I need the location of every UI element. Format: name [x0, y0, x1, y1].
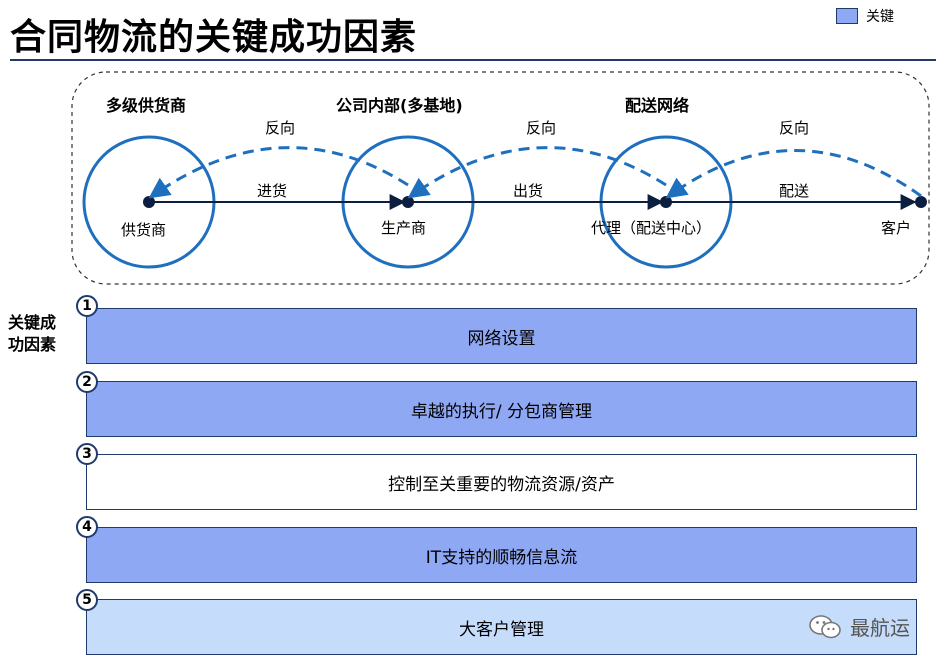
title-underline — [10, 59, 936, 61]
reverse-flow-arrow-3 — [665, 149, 922, 199]
manufacturer-node — [402, 196, 414, 208]
factor-number-badge: 1 — [76, 295, 98, 317]
node-label-customer: 客户 — [881, 219, 912, 237]
factor-bar: 卓越的执行/ 分包商管理 — [86, 381, 917, 437]
factor-bar: IT支持的顺畅信息流 — [86, 527, 917, 583]
factor-bar: 大客户管理 — [86, 599, 917, 655]
reverse-label-2: 反向 — [526, 119, 557, 137]
legend: 关键 — [836, 6, 894, 26]
customer-node — [915, 196, 927, 208]
scope-boundary — [71, 71, 930, 285]
factor-bar: 控制至关重要的物流资源/资产 — [86, 454, 917, 510]
node-label-manufacturer: 生产商 — [381, 219, 427, 237]
factor-number-badge: 5 — [76, 589, 98, 611]
reverse-label-1: 反向 — [265, 119, 296, 137]
watermark-text: 最航运 — [850, 616, 910, 640]
key-success-factors-title: 关键成功因素 — [8, 313, 57, 354]
group-label-internal: 公司内部(多基地) — [336, 96, 463, 115]
wechat-icon — [809, 614, 841, 638]
edge-label-outbound: 出货 — [513, 182, 544, 200]
supply-chain-diagram — [71, 71, 930, 285]
reverse-flow-arrow-1 — [148, 146, 409, 199]
legend-label: 关键 — [866, 9, 894, 25]
group-label-distribution: 配送网络 — [625, 96, 690, 115]
factor-number-badge: 4 — [76, 516, 98, 538]
node-label-distribution-center: 代理（配送中心） — [591, 219, 712, 237]
group-label-suppliers: 多级供货商 — [106, 96, 187, 115]
legend-swatch — [836, 8, 858, 24]
reverse-flow-arrow-2 — [407, 146, 667, 199]
edge-label-delivery: 配送 — [779, 182, 810, 200]
supplier-node — [143, 196, 155, 208]
factor-number-badge: 3 — [76, 443, 98, 465]
watermark: 最航运 — [808, 612, 910, 641]
distribution-center-node — [660, 196, 672, 208]
factor-number-badge: 2 — [76, 371, 98, 393]
page-title: 合同物流的关键成功因素 — [10, 16, 418, 58]
edge-label-inbound: 进货 — [257, 182, 288, 200]
node-label-supplier: 供货商 — [121, 221, 167, 239]
reverse-label-3: 反向 — [779, 119, 810, 137]
factor-bar: 网络设置 — [86, 308, 917, 364]
